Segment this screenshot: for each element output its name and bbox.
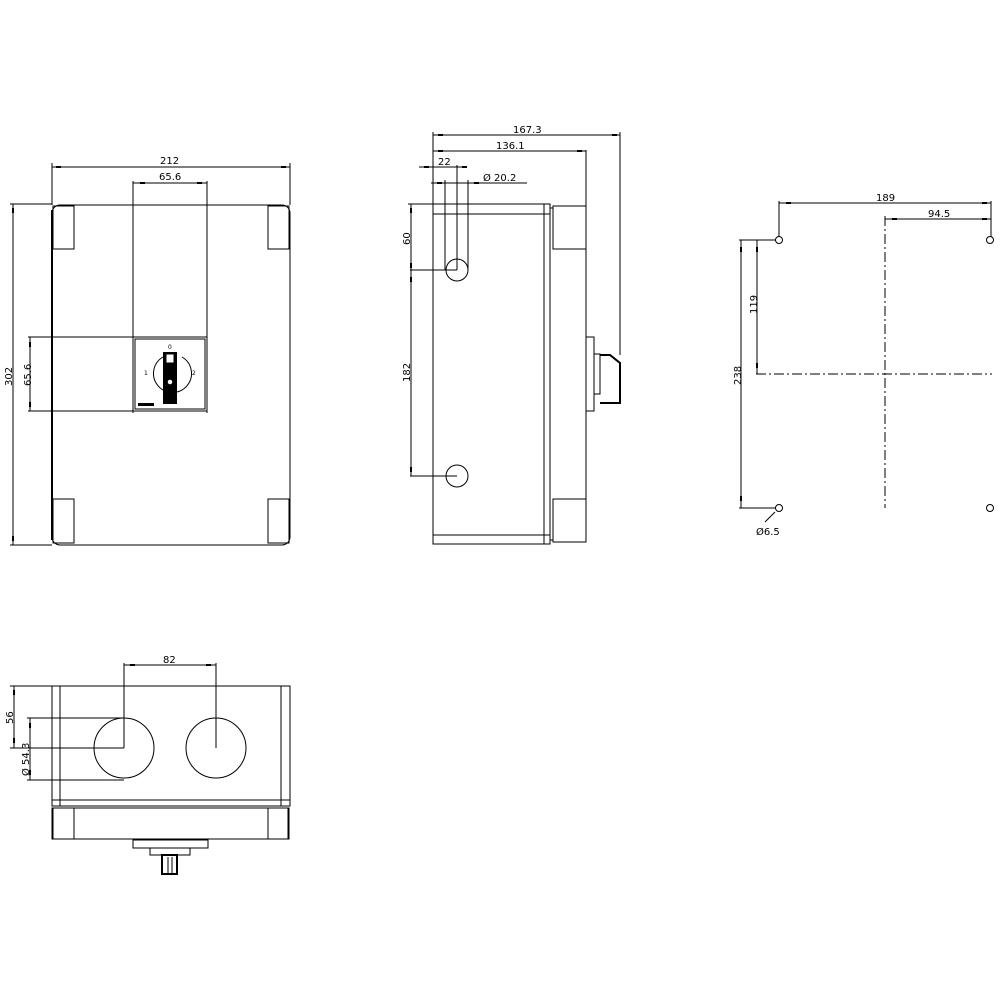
position-label-2: 2 <box>192 370 196 377</box>
corner-tab <box>52 498 75 544</box>
dim-width: 212 <box>160 156 179 167</box>
dim-knockout-offset: 56 <box>5 711 16 724</box>
position-label-1: 1 <box>144 370 148 377</box>
dim-mount-horizontal: 189 <box>876 193 895 204</box>
corner-tab <box>267 205 290 250</box>
dim-top-hole-offset: 60 <box>402 232 413 245</box>
mounting-hole <box>775 504 783 512</box>
dim-hole-diameter: Ø 20.2 <box>483 172 516 184</box>
dim-depth-total: 167.3 <box>513 125 542 136</box>
corner-tab <box>267 498 290 544</box>
dim-height: 302 <box>4 367 15 386</box>
mounting-hole-view: 189 94.5 119 238 Ø6.5 <box>733 193 994 538</box>
mounting-hole <box>775 236 783 244</box>
dim-depth-body: 136.1 <box>496 141 525 152</box>
dim-hole-spacing: 182 <box>402 363 413 382</box>
position-label-0: 0 <box>168 344 172 351</box>
front-view: 0 1 2 212 65.6 302 65.6 <box>4 156 291 546</box>
dim-mount-vertical: 238 <box>733 366 744 385</box>
corner-tab <box>52 205 75 250</box>
dim-knockout-diameter: Ø 54.3 <box>20 743 32 776</box>
dim-hole-offset: 22 <box>438 157 451 168</box>
dim-mount-half-horizontal: 94.5 <box>928 209 950 220</box>
dim-mount-hole-diameter: Ø6.5 <box>756 526 780 538</box>
mounting-hole <box>986 504 994 512</box>
bottom-view: 82 56 Ø 54.3 <box>5 655 291 875</box>
rotary-switch: 0 1 2 <box>134 338 206 410</box>
dim-mount-half-vertical: 119 <box>749 295 760 314</box>
dim-knockout-spacing: 82 <box>163 655 176 666</box>
side-view: 167.3 136.1 22 Ø 20.2 60 182 <box>402 125 621 545</box>
mounting-hole <box>986 236 994 244</box>
dim-switch-width: 65.6 <box>159 172 181 183</box>
dim-switch-height: 65.6 <box>23 364 34 386</box>
